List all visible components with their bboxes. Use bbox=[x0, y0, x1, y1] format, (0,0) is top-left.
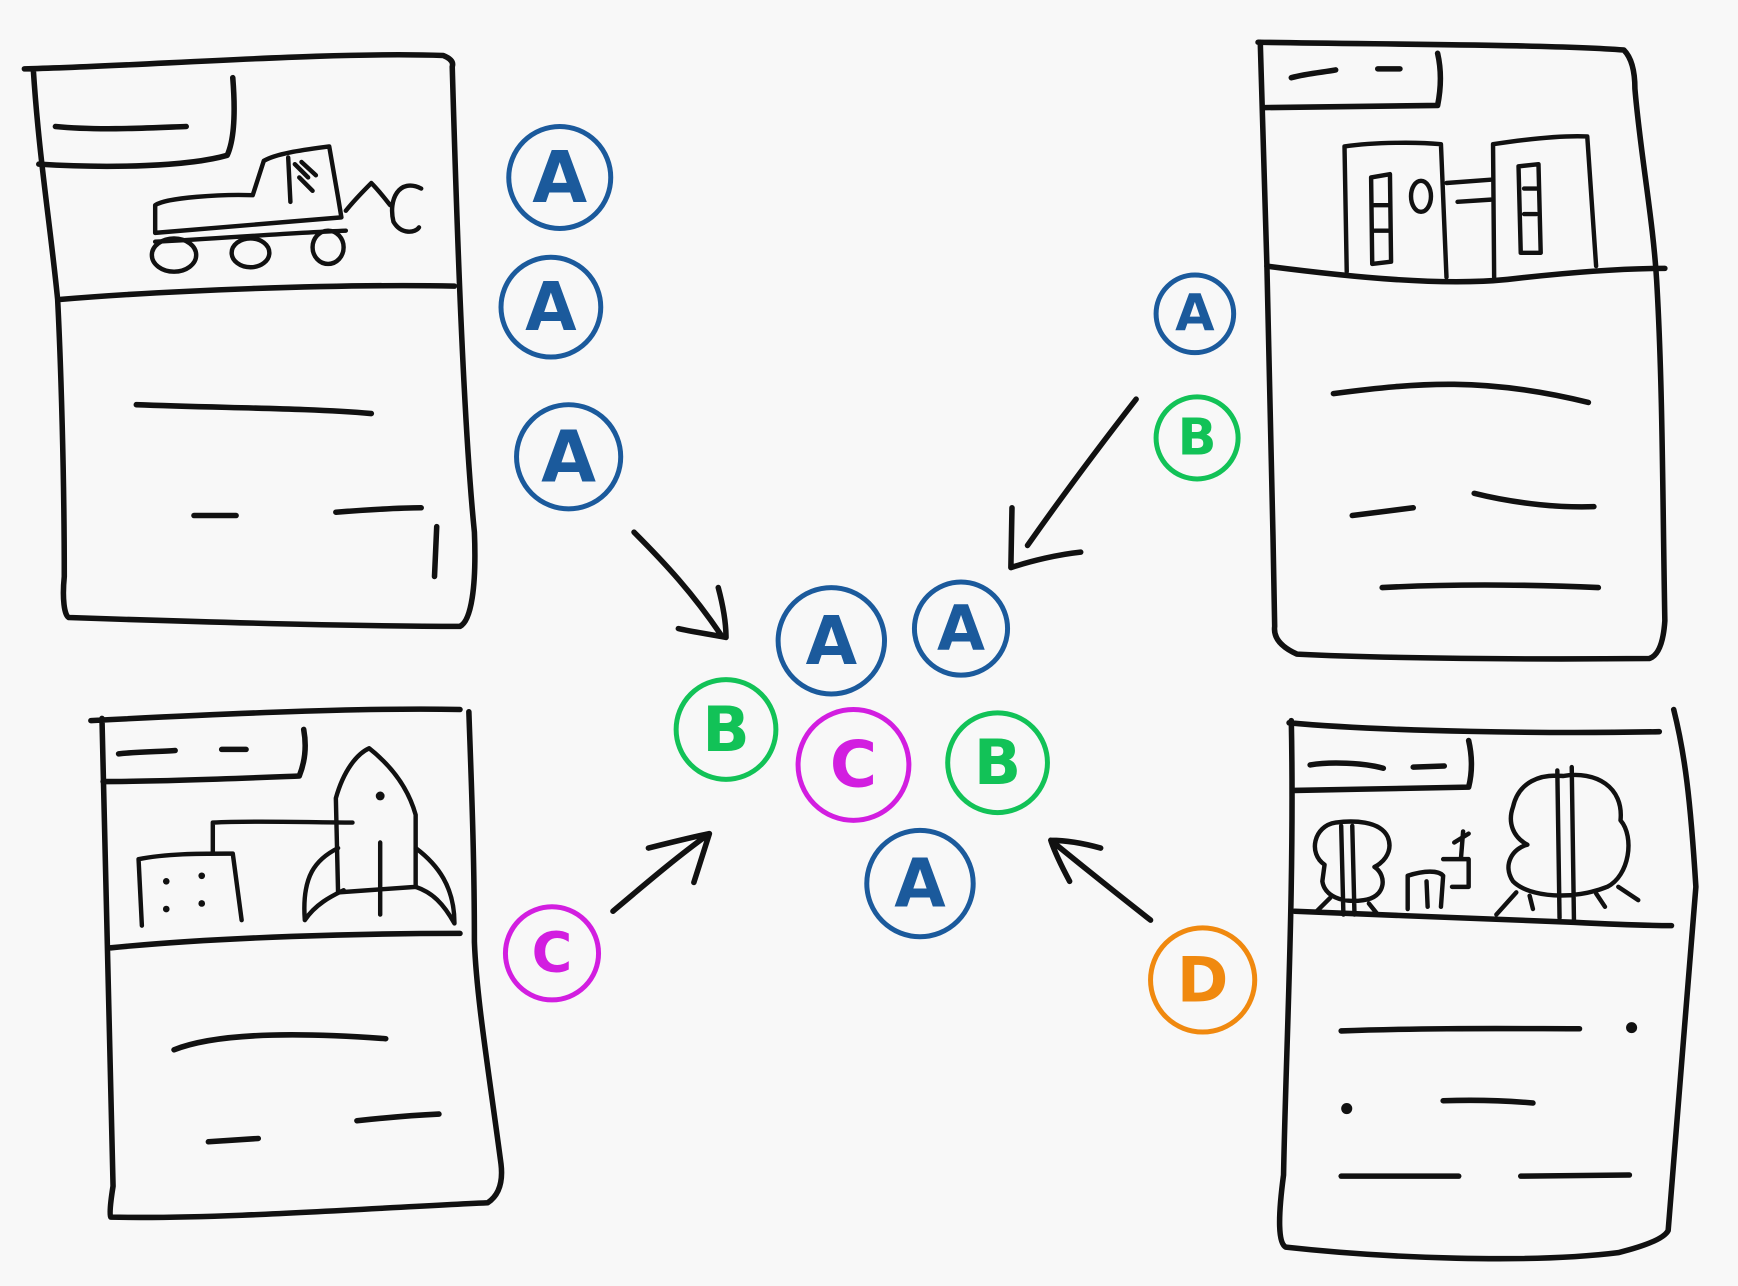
badge-c: C bbox=[502, 904, 602, 1003]
card-top-right bbox=[1255, 39, 1668, 662]
scroll-mark bbox=[431, 523, 440, 580]
text-line-short bbox=[1349, 505, 1417, 519]
svg-text:A: A bbox=[541, 415, 596, 498]
arrow-bottom-right bbox=[1048, 837, 1154, 923]
header-text bbox=[52, 123, 189, 132]
svg-text:D: D bbox=[1177, 943, 1229, 1016]
svg-text:B: B bbox=[974, 726, 1021, 799]
svg-text:B: B bbox=[1178, 408, 1217, 467]
bullet-dot bbox=[1626, 1022, 1638, 1034]
svg-text:A: A bbox=[806, 602, 858, 680]
text-line bbox=[133, 401, 375, 417]
text-line bbox=[171, 1032, 389, 1053]
text-line bbox=[1330, 381, 1592, 406]
card-top-left bbox=[21, 51, 478, 630]
scene-illustration bbox=[1312, 764, 1641, 923]
text-line bbox=[1471, 490, 1597, 510]
badge-b: B bbox=[945, 710, 1050, 816]
badge-a: A bbox=[498, 254, 604, 360]
bullet-dot bbox=[1341, 1102, 1353, 1115]
card-frame bbox=[21, 51, 478, 630]
arrow-top-right bbox=[1008, 396, 1139, 571]
card-frame bbox=[1255, 39, 1668, 662]
card-header bbox=[36, 74, 237, 170]
text-line bbox=[1440, 1097, 1536, 1106]
svg-text:C: C bbox=[532, 921, 573, 985]
rocket-illustration bbox=[136, 746, 457, 928]
badge-d: D bbox=[1148, 925, 1258, 1035]
header-text bbox=[115, 746, 249, 757]
badge-a: A bbox=[1153, 272, 1237, 356]
card-header bbox=[1260, 50, 1444, 111]
svg-text:A: A bbox=[937, 592, 985, 665]
text-line bbox=[1338, 1025, 1583, 1034]
text-line bbox=[333, 505, 424, 515]
card-divider bbox=[1264, 263, 1668, 285]
header-text bbox=[1288, 66, 1403, 81]
badges: A A A A B C D A A B C B A bbox=[498, 123, 1258, 1035]
buildings-illustration bbox=[1342, 134, 1599, 280]
svg-text:A: A bbox=[532, 136, 587, 219]
badge-a: A bbox=[506, 123, 614, 231]
svg-text:A: A bbox=[894, 845, 946, 923]
header-text bbox=[1307, 760, 1448, 772]
card-frame bbox=[1276, 706, 1699, 1262]
card-divider bbox=[108, 930, 463, 951]
badge-b: B bbox=[1153, 394, 1241, 482]
text-line bbox=[1379, 582, 1602, 591]
arrow-top-left bbox=[631, 529, 729, 641]
vehicle-illustration bbox=[149, 144, 424, 274]
svg-text:A: A bbox=[525, 268, 577, 346]
card-header bbox=[100, 726, 308, 785]
badge-a: A bbox=[775, 585, 888, 697]
card-divider bbox=[1291, 908, 1675, 929]
text-line bbox=[1517, 1172, 1633, 1179]
svg-text:B: B bbox=[702, 693, 749, 766]
svg-text:C: C bbox=[830, 727, 877, 802]
badge-a: A bbox=[864, 827, 976, 940]
card-bottom-left bbox=[88, 706, 505, 1221]
arrows bbox=[610, 396, 1154, 923]
badge-c: C bbox=[795, 707, 912, 823]
card-header bbox=[1291, 737, 1475, 794]
card-divider bbox=[58, 282, 458, 303]
text-line bbox=[354, 1111, 442, 1124]
badge-a: A bbox=[911, 579, 1011, 678]
arrow-bottom-left bbox=[610, 830, 713, 915]
card-frame bbox=[88, 706, 505, 1221]
card-bottom-right bbox=[1276, 706, 1699, 1262]
badge-b: B bbox=[673, 677, 779, 782]
text-line-short bbox=[205, 1135, 262, 1145]
badge-a: A bbox=[514, 402, 624, 512]
svg-text:A: A bbox=[1175, 284, 1215, 343]
